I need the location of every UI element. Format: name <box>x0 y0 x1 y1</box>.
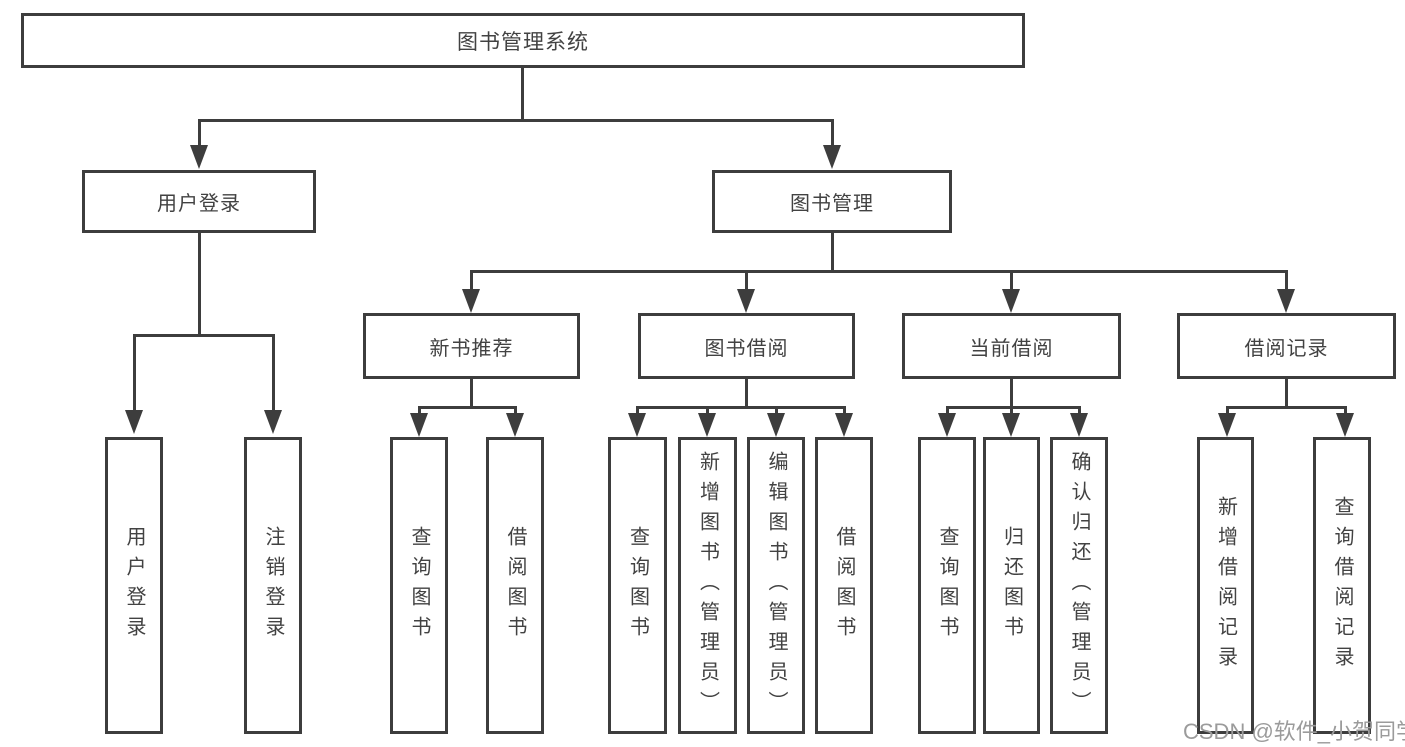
leaf-borrow-books-borrow: 借阅图书 <box>815 437 873 734</box>
arrow-down-icon <box>410 413 428 437</box>
leaf-add-book-admin: 新增图书（管理员） <box>678 437 737 734</box>
connector-line <box>1226 406 1229 416</box>
node-label: 用户登录 <box>157 193 241 215</box>
connector-line <box>1010 406 1013 416</box>
leaf-borrow-books-recommend: 借阅图书 <box>486 437 544 734</box>
node-new-book-recommend: 新书推荐 <box>363 313 580 379</box>
connector-line <box>706 406 709 416</box>
leaf-query-books-borrow: 查询图书 <box>608 437 667 734</box>
leaf-label: 确认归还（管理员） <box>1068 450 1090 721</box>
connector-line <box>1010 270 1013 292</box>
leaf-return-book: 归还图书 <box>983 437 1040 734</box>
connector-line <box>133 334 275 337</box>
leaf-label: 借阅图书 <box>504 525 526 646</box>
arrow-down-icon <box>698 413 716 437</box>
leaf-label: 新增借阅记录 <box>1214 495 1237 676</box>
node-label: 借阅记录 <box>1244 337 1329 360</box>
node-label: 新书推荐 <box>429 337 514 360</box>
connector-line <box>1226 406 1346 409</box>
arrow-down-icon <box>767 413 785 437</box>
connector-line <box>745 379 748 409</box>
leaf-label: 归还图书 <box>1000 525 1023 646</box>
arrow-down-icon <box>506 413 524 437</box>
arrow-down-icon <box>125 410 143 434</box>
leaf-logout-login: 注销登录 <box>244 437 302 734</box>
connector-line <box>843 406 846 416</box>
connector-line <box>1344 406 1347 416</box>
leaf-query-books-current: 查询图书 <box>918 437 976 734</box>
arrow-down-icon <box>823 145 841 169</box>
connector-line <box>198 119 834 122</box>
arrow-down-icon <box>190 145 208 169</box>
arrow-down-icon <box>938 413 956 437</box>
connector-line <box>1010 379 1013 409</box>
node-label: 图书管理 <box>790 193 874 215</box>
arrow-down-icon <box>1218 413 1236 437</box>
connector-line <box>272 334 275 412</box>
node-book-management: 图书管理 <box>712 170 952 233</box>
arrow-down-icon <box>1277 289 1295 313</box>
arrow-down-icon <box>628 413 646 437</box>
watermark: CSDN @软件_小贺同学 <box>1183 719 1405 744</box>
connector-line <box>745 270 748 292</box>
node-borrow-records: 借阅记录 <box>1177 313 1396 379</box>
node-book-borrow: 图书借阅 <box>638 313 855 379</box>
arrow-down-icon <box>1002 289 1020 313</box>
connector-line <box>1285 379 1288 409</box>
arrow-down-icon <box>1002 413 1020 437</box>
leaf-query-books-recommend: 查询图书 <box>390 437 448 734</box>
leaf-label: 新增图书（管理员） <box>696 450 719 721</box>
connector-line <box>946 406 949 416</box>
leaf-label: 注销登录 <box>262 525 284 646</box>
connector-line <box>775 406 778 416</box>
leaf-add-borrow-record: 新增借阅记录 <box>1197 437 1254 734</box>
connector-line <box>1285 270 1288 292</box>
connector-line <box>133 334 136 412</box>
connector-line <box>470 270 1287 273</box>
leaf-label: 编辑图书（管理员） <box>765 450 787 721</box>
leaf-label: 查询借阅记录 <box>1331 495 1353 676</box>
leaf-query-borrow-record: 查询借阅记录 <box>1313 437 1371 734</box>
connector-line <box>470 379 473 409</box>
arrow-down-icon <box>462 289 480 313</box>
node-library-management-system: 图书管理系统 <box>21 13 1025 68</box>
connector-line <box>514 406 517 416</box>
leaf-label: 借阅图书 <box>833 525 855 646</box>
connector-line <box>418 406 517 409</box>
leaf-label: 用户登录 <box>123 525 145 646</box>
connector-line <box>636 406 639 416</box>
connector-line <box>831 233 834 273</box>
node-current-borrow: 当前借阅 <box>902 313 1121 379</box>
leaf-confirm-return-admin: 确认归还（管理员） <box>1050 437 1108 734</box>
connector-line <box>521 68 524 121</box>
connector-line <box>1078 406 1081 416</box>
connector-line <box>198 119 201 148</box>
leaf-user-login: 用户登录 <box>105 437 163 734</box>
connector-line <box>470 270 473 292</box>
node-label: 当前借阅 <box>969 337 1054 360</box>
connector-line <box>831 119 834 148</box>
leaf-label: 查询图书 <box>936 525 958 646</box>
connector-line <box>636 406 846 409</box>
arrow-down-icon <box>1336 413 1354 437</box>
node-label: 图书借阅 <box>704 337 789 360</box>
arrow-down-icon <box>737 289 755 313</box>
arrow-down-icon <box>264 410 282 434</box>
connector-line <box>946 406 1081 409</box>
leaf-label: 查询图书 <box>626 525 649 646</box>
node-label: 图书管理系统 <box>457 30 589 54</box>
arrow-down-icon <box>835 413 853 437</box>
connector-line <box>418 406 421 416</box>
leaf-label: 查询图书 <box>408 525 430 646</box>
connector-line <box>198 233 201 337</box>
arrow-down-icon <box>1070 413 1088 437</box>
leaf-edit-book-admin: 编辑图书（管理员） <box>747 437 805 734</box>
node-user-login: 用户登录 <box>82 170 316 233</box>
